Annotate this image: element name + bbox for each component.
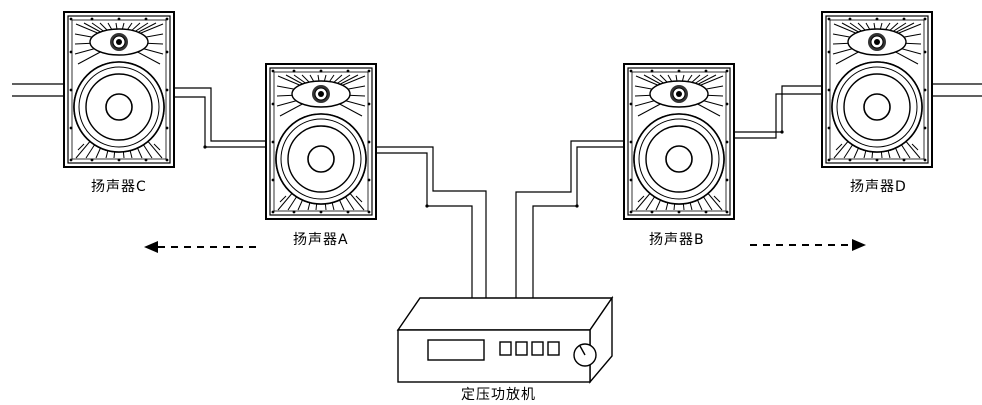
- junction-dots: [203, 130, 784, 208]
- ceiling-speaker-icon: [265, 63, 377, 220]
- speaker-c-label: 扬声器C: [91, 179, 147, 195]
- ceiling-speaker-icon: [63, 11, 175, 168]
- speaker-b-label: 扬声器B: [649, 232, 705, 248]
- amplifier-icon: [396, 295, 614, 384]
- dashed-arrow-right-icon: [750, 239, 866, 251]
- speaker-d-label: 扬声器D: [850, 179, 907, 195]
- ceiling-speaker-icon: [623, 63, 735, 220]
- dashed-arrow-left-icon: [144, 241, 262, 253]
- speaker-a-label: 扬声器A: [293, 232, 349, 248]
- amplifier-label: 定压功放机: [461, 387, 536, 403]
- ceiling-speaker-icon: [821, 11, 933, 168]
